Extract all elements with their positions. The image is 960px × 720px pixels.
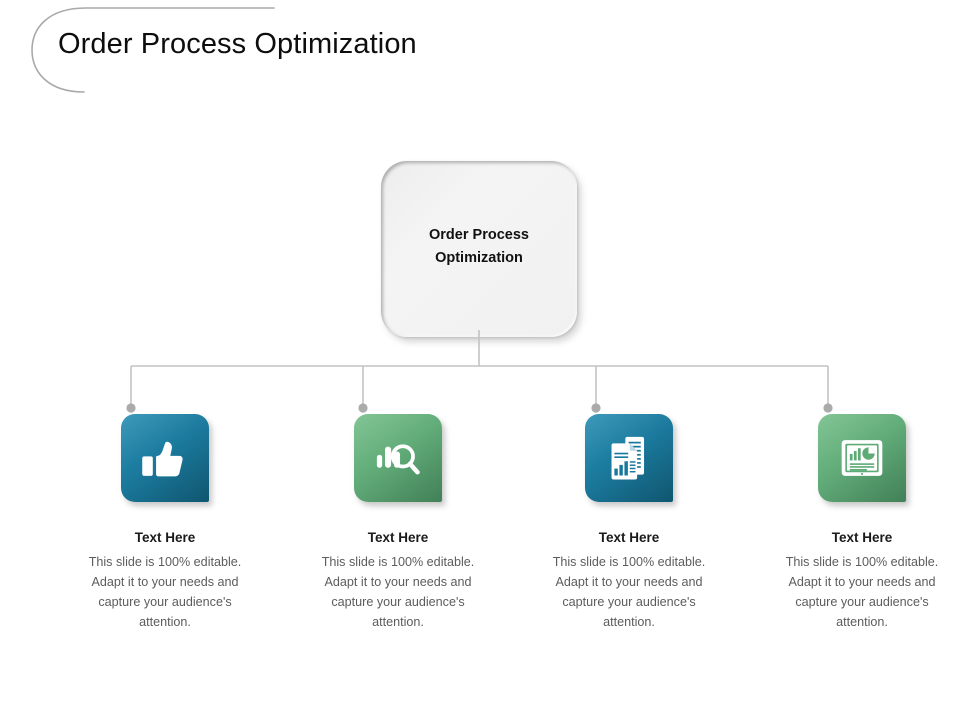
column-body: This slide is 100% editable. Adapt it to… (785, 555, 939, 630)
connector-lines (126, 330, 833, 413)
column-2: Text Here This slide is 100% editable. A… (281, 414, 515, 633)
bar-chart-magnifier-icon (376, 444, 420, 475)
column-body: This slide is 100% editable. Adapt it to… (88, 555, 242, 630)
thumbs-up-icon (142, 441, 183, 477)
presentation-chart-icon (841, 440, 883, 476)
column-group: Text Here This slide is 100% editable. A… (0, 414, 960, 654)
column-heading: Text Here (598, 530, 660, 545)
column-heading: Text Here (134, 530, 196, 545)
icon-tile-3[interactable] (585, 414, 673, 502)
icon-tile-4[interactable] (818, 414, 906, 502)
center-node-label: Order Process Optimization (429, 227, 529, 267)
center-node[interactable]: Order Process Optimization (381, 161, 577, 337)
documents-report-icon (611, 436, 645, 480)
page-title: Order Process Optimization (58, 28, 417, 60)
column-4: Text Here This slide is 100% editable. A… (745, 414, 960, 633)
title-area: Order Process Optimization (0, 0, 620, 108)
column-3: Text Here This slide is 100% editable. A… (512, 414, 746, 633)
column-heading: Text Here (367, 530, 429, 545)
icon-tile-2[interactable] (354, 414, 442, 502)
column-1: Text Here This slide is 100% editable. A… (48, 414, 282, 633)
icon-tile-1[interactable] (121, 414, 209, 502)
column-heading: Text Here (831, 530, 893, 545)
column-body: This slide is 100% editable. Adapt it to… (321, 555, 475, 630)
column-body: This slide is 100% editable. Adapt it to… (552, 555, 706, 630)
